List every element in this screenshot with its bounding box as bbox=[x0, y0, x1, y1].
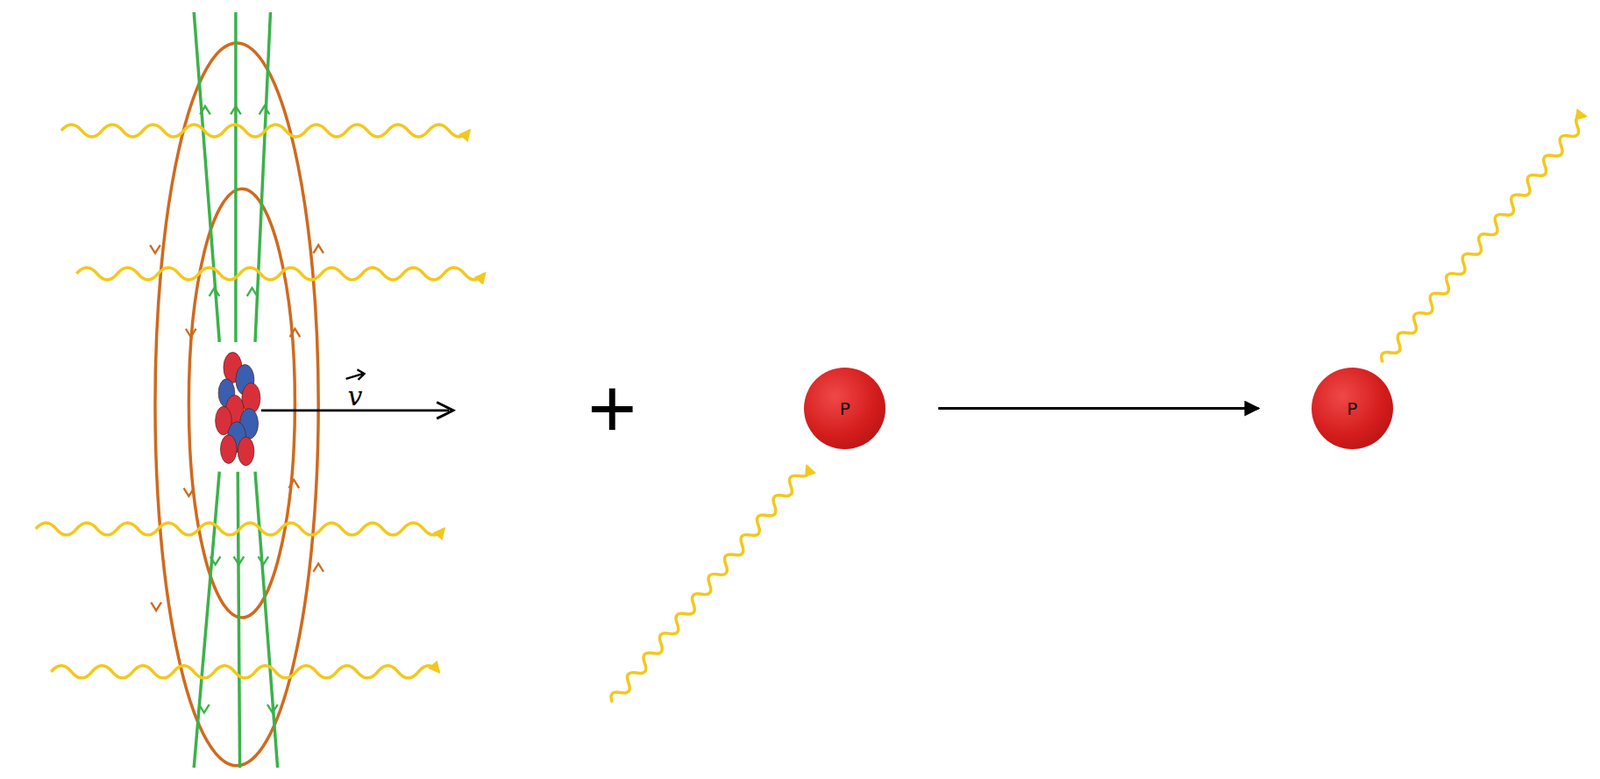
proton-label: P bbox=[839, 399, 851, 418]
velocity-label: v bbox=[348, 383, 363, 410]
proton-circle: P bbox=[1311, 367, 1394, 449]
proton-circle: P bbox=[803, 367, 886, 449]
plus-sign: + bbox=[587, 366, 637, 451]
reaction-arrow bbox=[938, 406, 1259, 410]
proton-label: P bbox=[1346, 399, 1358, 418]
